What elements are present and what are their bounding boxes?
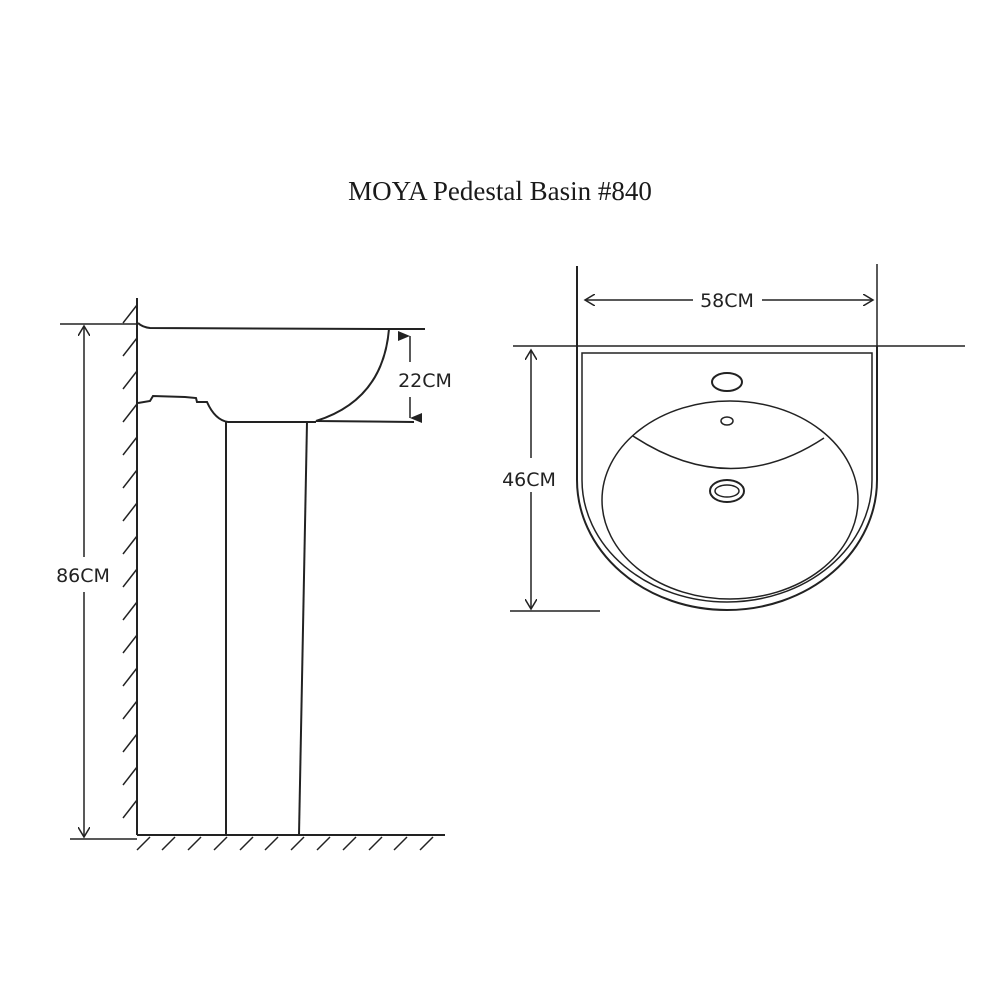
top-view: 58CM 46CM	[502, 264, 965, 612]
basin-bowl-curve	[315, 328, 415, 423]
bowl-ledge-curve	[632, 435, 825, 470]
diagram-title: MOYA Pedestal Basin #840	[348, 176, 652, 206]
drain-outer	[709, 479, 745, 503]
floor-hatching	[136, 836, 434, 851]
depth-22cm-label: 22CM	[398, 370, 452, 392]
tap-hole	[711, 372, 743, 392]
width-58cm-label: 58CM	[700, 290, 754, 312]
depth-46cm-label: 46CM	[502, 469, 556, 491]
height-86cm-label: 86CM	[56, 565, 110, 587]
drain-inner	[714, 484, 740, 498]
basin-outer-outline	[576, 346, 878, 611]
overflow-hole	[720, 416, 734, 426]
wall-hatching	[122, 304, 138, 819]
side-view: 86CM 22CM	[56, 298, 452, 851]
pedestal-right	[298, 421, 308, 836]
basin-inner-outline	[581, 352, 873, 603]
bowl-ellipse	[601, 400, 859, 600]
basin-top-edge	[137, 322, 425, 330]
basin-underside	[137, 394, 316, 423]
